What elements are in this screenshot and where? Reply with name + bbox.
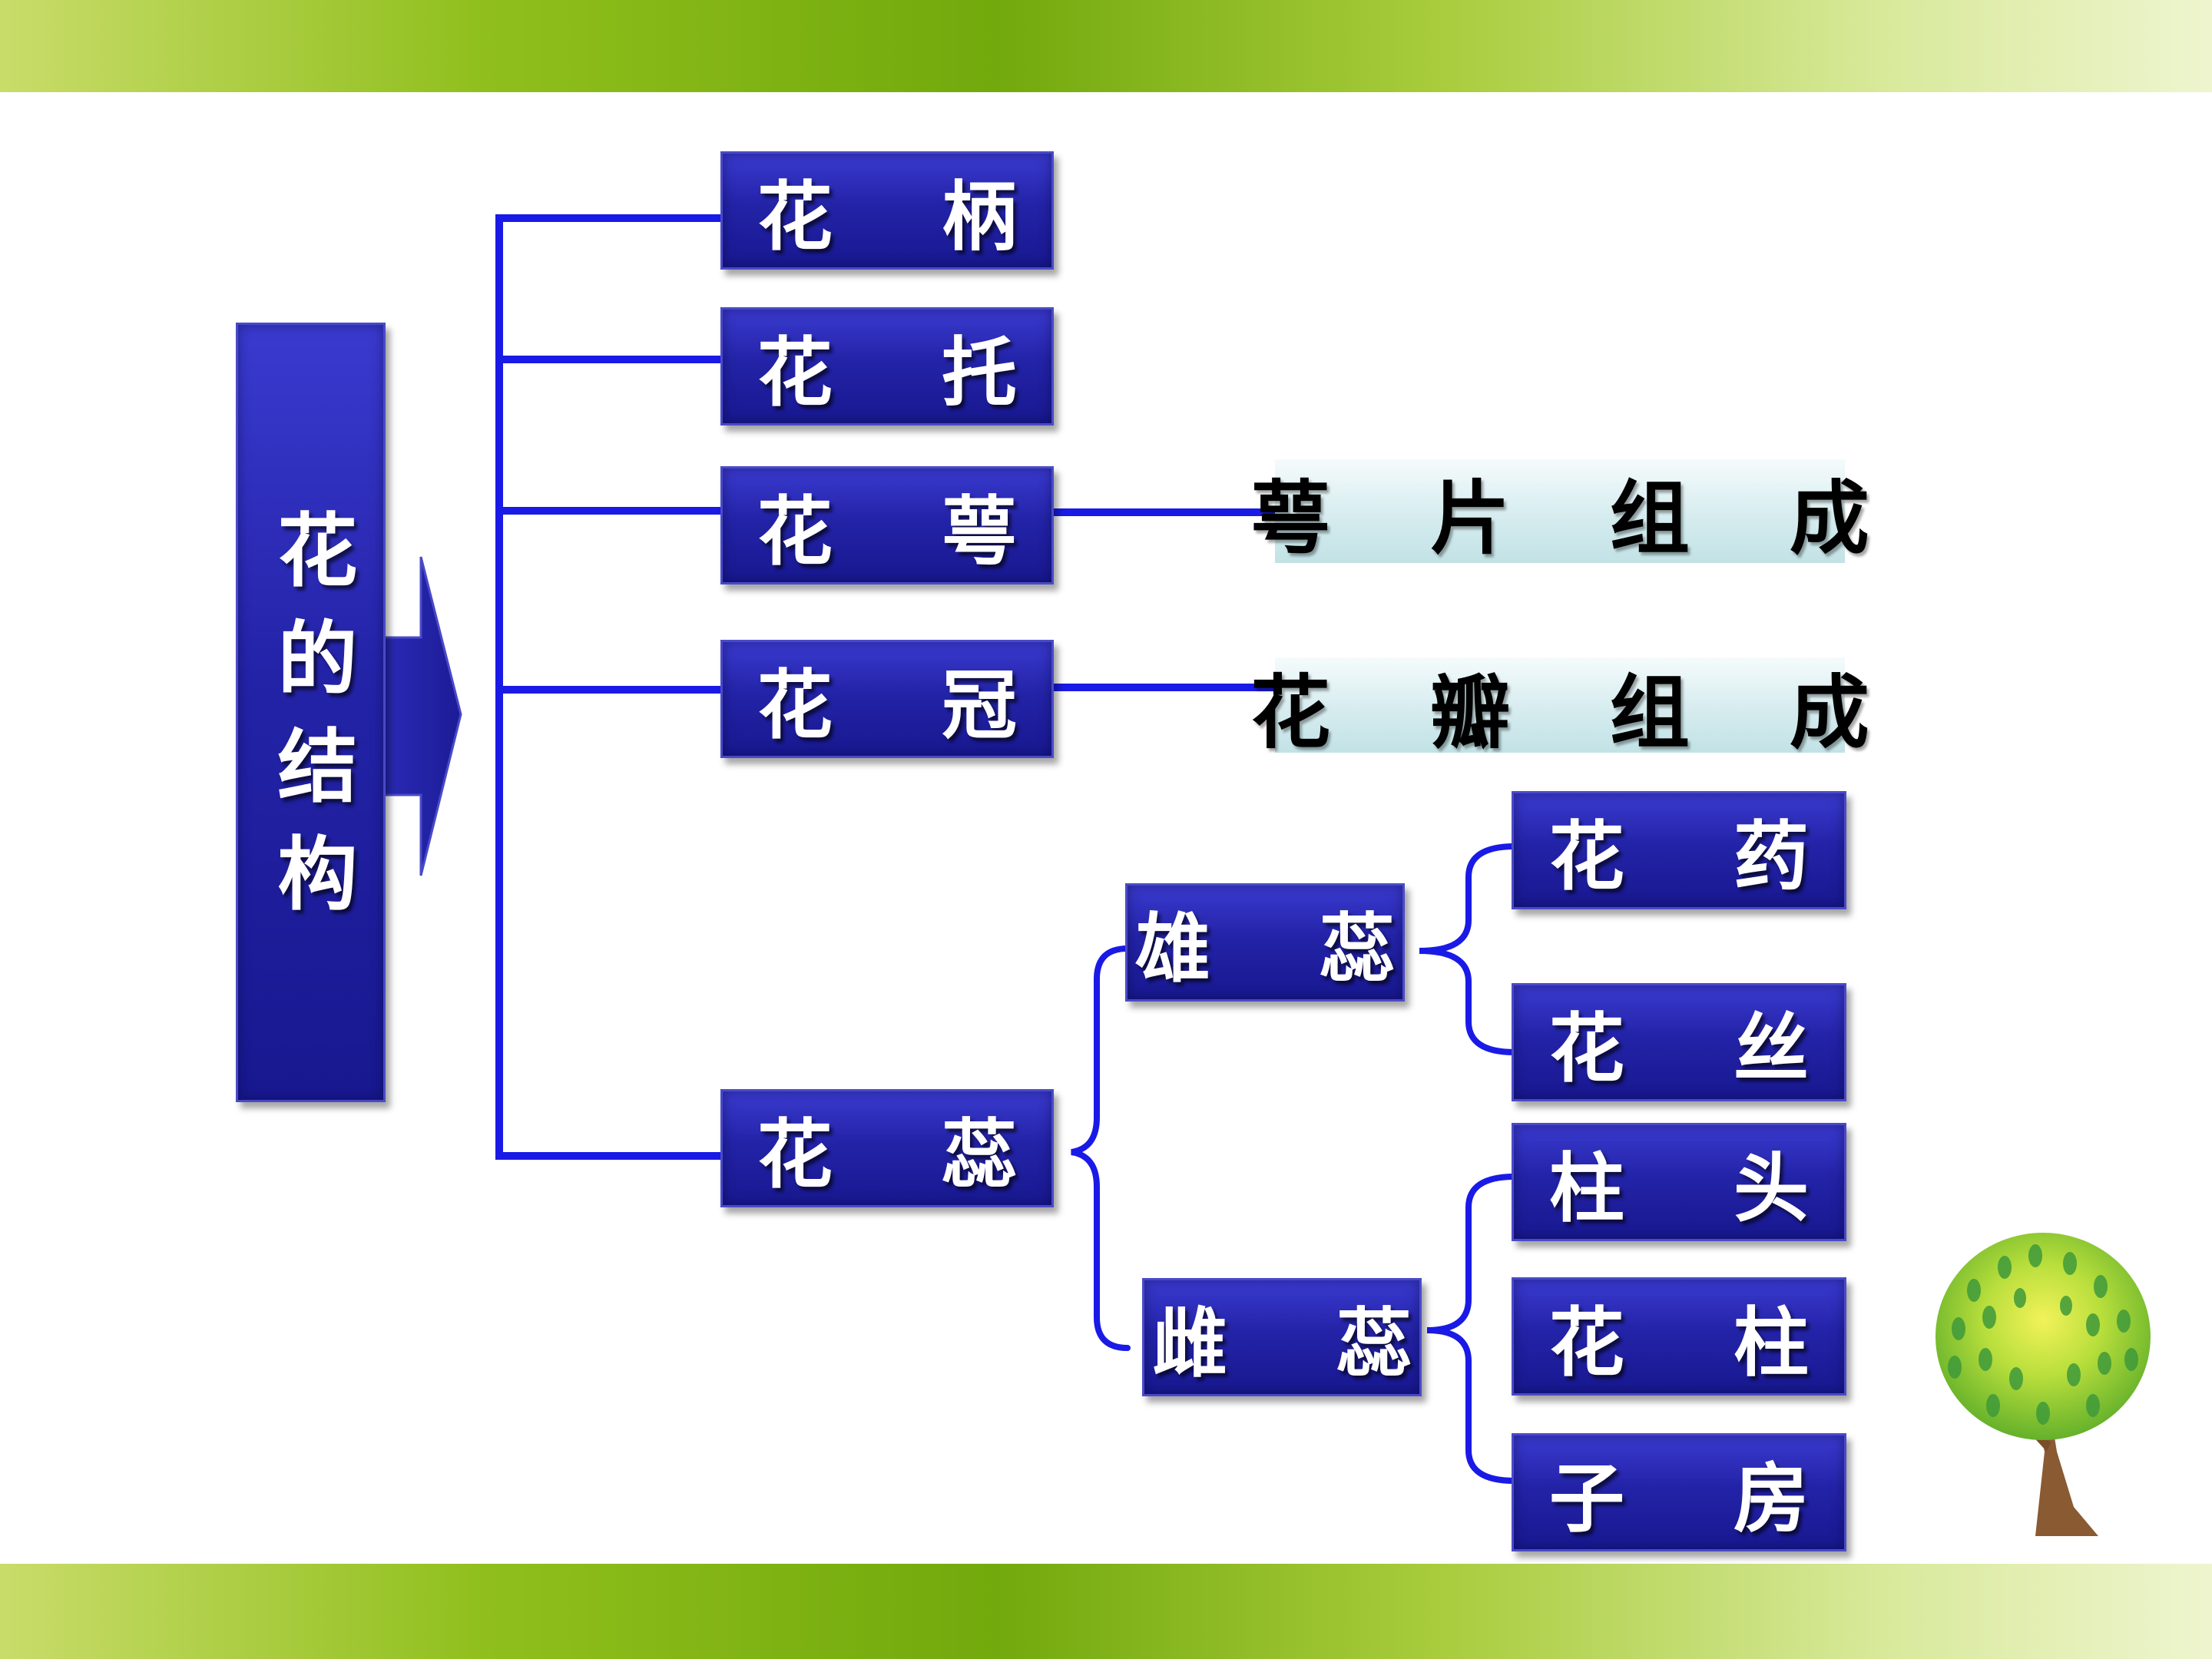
node-corolla: 花 冠 [720, 640, 1054, 758]
node-anther: 花 药 [1512, 791, 1846, 909]
top-green-band [0, 0, 2212, 92]
node-filament: 花 丝 [1512, 983, 1846, 1101]
node-style: 花 柱 [1512, 1277, 1846, 1396]
tree-icon [1936, 1233, 2151, 1536]
node-calyx: 花 萼 [720, 466, 1054, 584]
brace-stamen-pistil [1071, 945, 1131, 1351]
node-pistil: 雌 蕊 [1142, 1278, 1422, 1396]
bottom-green-band [0, 1564, 2212, 1659]
node-stalk: 花 柄 [720, 151, 1054, 270]
node-ovary: 子 房 [1512, 1433, 1846, 1551]
node-stamen: 雄 蕊 [1125, 883, 1405, 1002]
root-node-flower-structure: 花的结构 [236, 323, 386, 1102]
desc-calyx: 萼 片 组 成 [1250, 459, 1869, 565]
node-receptacle: 花 托 [720, 307, 1054, 426]
node-stigma: 柱 头 [1512, 1123, 1846, 1241]
arrow-shape [381, 556, 462, 876]
brace-pistil-children [1426, 1174, 1518, 1484]
desc-corolla: 花 瓣 组 成 [1250, 657, 1869, 760]
node-pistil-stamen: 花 蕊 [720, 1089, 1054, 1207]
brace-stamen-children [1419, 843, 1518, 1055]
